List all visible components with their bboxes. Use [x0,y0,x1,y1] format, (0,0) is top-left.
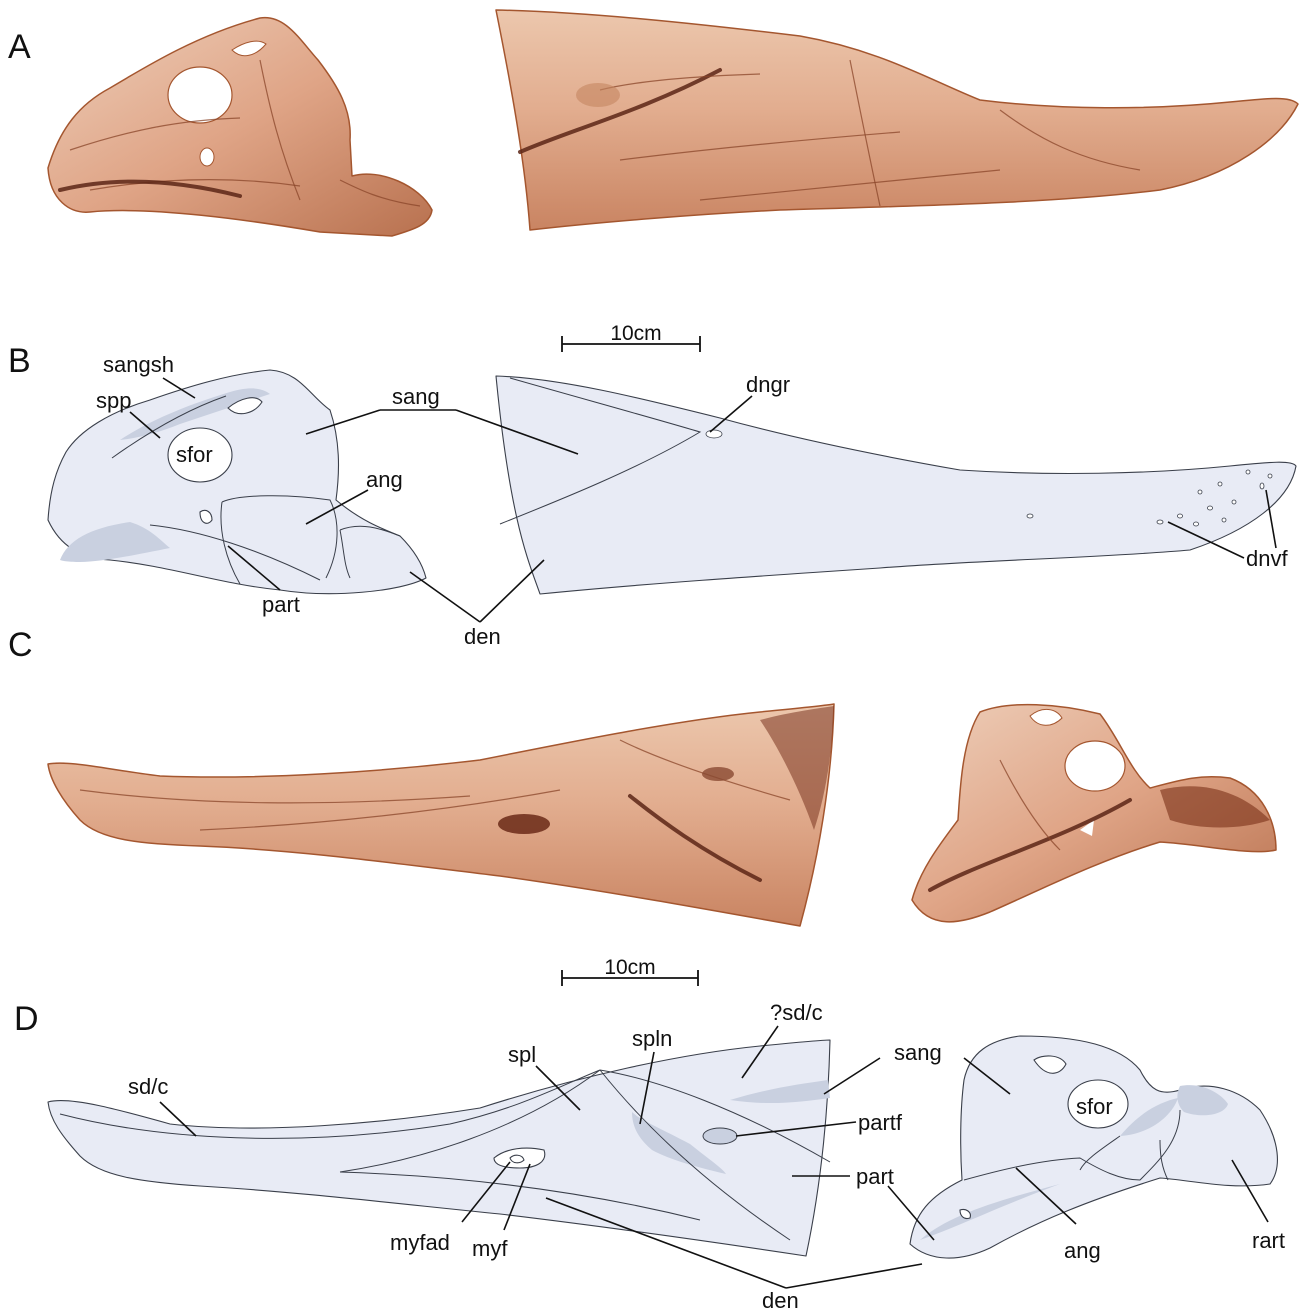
label-d-q-sd-c: ?sd/c [770,1000,823,1025]
label-b-ang: ang [366,467,403,492]
label-d-partf: partf [858,1110,903,1135]
panel-letter-b: B [8,342,31,380]
label-d-sang: sang [894,1040,942,1065]
label-d-part: part [856,1164,894,1189]
label-d-den: den [762,1288,799,1313]
label-d-spln: spln [632,1026,672,1051]
label-d-sfor: sfor [1076,1094,1113,1119]
scale-bar-lower-label: 10cm [604,956,655,979]
scale-bar-upper-label: 10cm [610,322,661,345]
drawing-d-anterior-mandible [48,1040,830,1256]
label-d-rart: rart [1252,1228,1285,1253]
label-d-sd-c: sd/c [128,1074,168,1099]
label-d-ang: ang [1064,1238,1101,1263]
panel-a: A [8,10,1298,236]
panel-b: B 10cm [8,322,1296,649]
panel-letter-c: C [8,626,33,664]
label-b-sfor: sfor [176,442,213,467]
panel-letter-d: D [14,1000,39,1038]
surangular-foramen-hole [168,67,232,123]
photo-a-posterior-mandible [48,18,432,236]
label-b-part: part [262,592,300,617]
panel-d: D 10cm [14,956,1285,1313]
label-b-dngr: dngr [746,372,790,397]
label-d-myfad: myfad [390,1230,450,1255]
label-d-myf: myf [472,1236,508,1261]
label-b-den: den [464,624,501,649]
drawing-b-anterior-mandible [496,376,1296,594]
label-b-sangsh: sangsh [103,352,174,377]
scale-bar-lower: 10cm [562,956,698,986]
photo-c-sfor-hole [1065,741,1125,791]
drawing-d-posterior-mandible [910,1036,1277,1258]
label-b-spp: spp [96,388,131,413]
photo-c-posterior-mandible [912,705,1276,922]
scale-bar-upper: 10cm [562,322,700,352]
photo-a-anterior-mandible [496,10,1298,230]
label-b-sang: sang [392,384,440,409]
label-b-dnvf: dnvf [1246,546,1288,571]
panel-c: C [8,626,1276,926]
label-d-spl: spl [508,1042,536,1067]
panel-letter-a: A [8,28,31,66]
photo-c-anterior-mandible [48,704,834,926]
